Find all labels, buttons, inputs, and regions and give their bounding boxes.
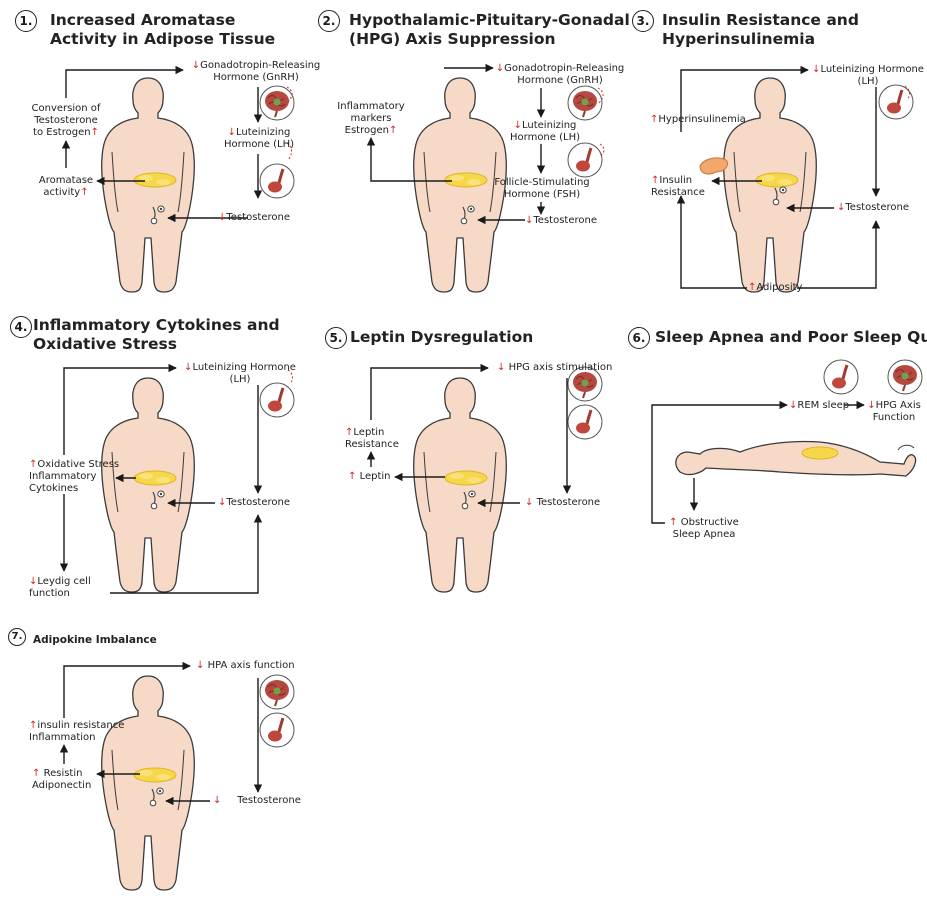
- p5-leptin-resistance-label: ↑Leptin Resistance: [345, 427, 399, 451]
- panel-4-title: Inflammatory Cytokines and Oxidative Str…: [33, 316, 280, 354]
- p2-gnrh-label: ↓Gonadotropin-Releasing Hormone (GnRH): [495, 63, 625, 87]
- p1-gnrh-label: ↓Gonadotropin-Releasing Hormone (GnRH): [186, 60, 326, 84]
- p4-lh-label: ↓Luteinizing Hormone (LH): [180, 362, 300, 386]
- panel-4-number: 4.: [10, 316, 32, 338]
- p2-testosterone-label: ↓Testosterone: [525, 215, 597, 227]
- p4-testosterone-label: ↓Testosterone: [218, 497, 290, 509]
- p1-aromatase-label: Aromatase activity↑: [30, 175, 102, 199]
- p2-fsh-label: Follicle-Stimulating Hormone (FSH): [486, 177, 598, 201]
- panel-1-number: 1.: [15, 10, 37, 32]
- p3-adiposity-label: ↑Adiposity: [748, 282, 802, 294]
- p4-leydig-label: ↓Leydig cell function: [29, 576, 91, 600]
- panel-6-graphics: [652, 360, 922, 523]
- panel-7-graphics: [64, 666, 294, 890]
- panel-5-title: Leptin Dysregulation: [350, 328, 533, 347]
- panel-3-title: Insulin Resistance and Hyperinsulinemia: [662, 11, 859, 49]
- panel-6-title: Sleep Apnea and Poor Sleep Quality: [655, 328, 927, 347]
- panel-6-number: 6.: [628, 327, 650, 349]
- p3-hyperinsulinemia-label: ↑Hyperinsulinemia: [650, 114, 746, 126]
- p3-lh-label: ↓Luteinizing Hormone (LH): [812, 64, 924, 88]
- p5-testosterone-label: ↓ Testosterone: [525, 497, 600, 509]
- p1-lh-label: ↓Luteinizing Hormone (LH): [215, 127, 303, 151]
- p2-lh-label: ↓Luteinizing Hormone (LH): [505, 120, 585, 144]
- p7-testosterone-label: ↓ Testosterone: [213, 795, 301, 807]
- p7-insulin-label: ↑insulin resistance Inflammation: [29, 720, 124, 744]
- p5-leptin-label: ↑ Leptin: [348, 471, 391, 483]
- p1-conversion-label: Conversion of Testosterone to Estrogen↑: [29, 103, 103, 139]
- panel-5-graphics: [371, 367, 602, 592]
- p5-hpg-label: ↓ HPG axis stimulation: [497, 362, 612, 374]
- panel-7-number: 7.: [8, 628, 26, 646]
- panel-2-title: Hypothalamic-Pituitary-Gonadal (HPG) Axi…: [349, 11, 630, 49]
- panel-5-number: 5.: [325, 327, 347, 349]
- p1-testosterone-label: ↓Testosterone: [218, 212, 290, 224]
- panel-3-number: 3.: [632, 10, 654, 32]
- panel-2-number: 2.: [318, 10, 340, 32]
- p3-insulin-resistance-label: ↑Insulin Resistance: [651, 175, 705, 199]
- p3-testosterone-label: ↓Testosterone: [837, 202, 909, 214]
- panel-3-graphics: [681, 70, 913, 292]
- panel-7-title: Adipokine Imbalance: [33, 631, 157, 650]
- p7-resistin-label: ↑ Resistin Adiponectin: [32, 768, 91, 792]
- p6-rem-label: ↓REM sleep: [789, 400, 849, 412]
- p6-hpg-label: ↓HPG Axis Function: [864, 400, 924, 424]
- p2-inflammatory-label: Inflammatory markers Estrogen↑: [335, 101, 407, 137]
- p6-apnea-label: ↑ Obstructive Sleep Apnea: [666, 517, 742, 541]
- p4-oxidative-label: ↑Oxidative Stress Inflammatory Cytokines: [29, 459, 119, 495]
- p7-hpa-label: ↓ HPA axis function: [196, 660, 295, 672]
- panel-1-title: Increased Aromatase Activity in Adipose …: [50, 11, 275, 49]
